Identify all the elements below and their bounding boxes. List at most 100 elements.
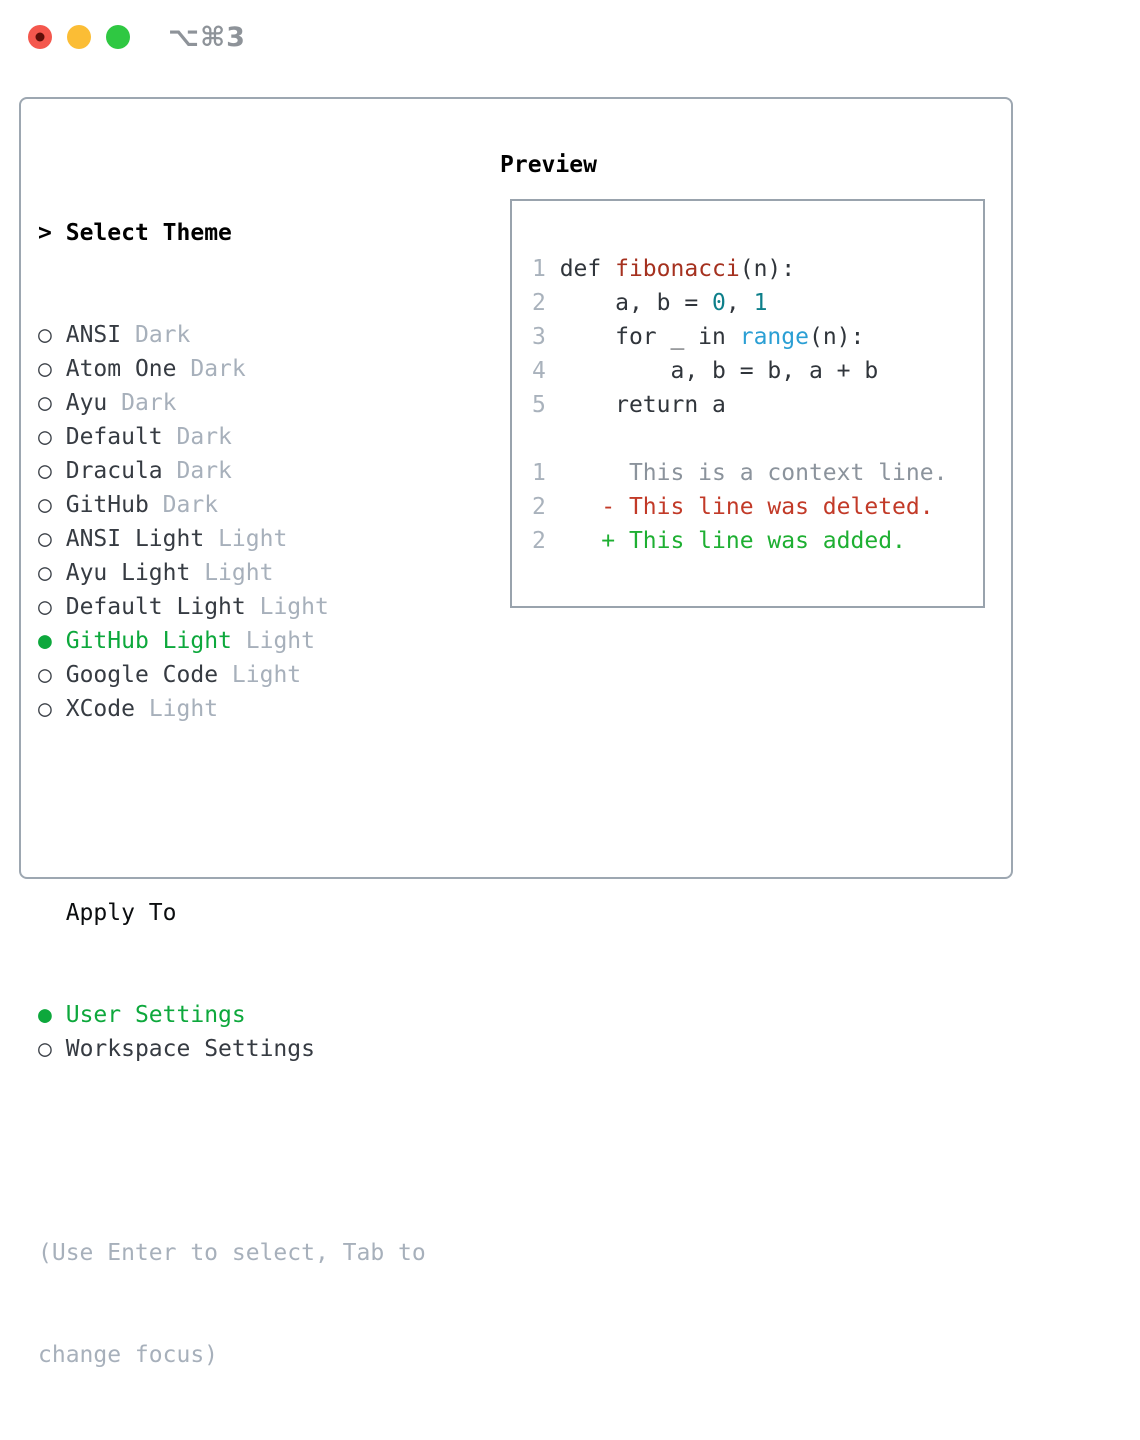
theme-name: Atom One bbox=[65, 356, 177, 382]
theme-variant-label: Dark bbox=[162, 492, 219, 518]
radio-icon: ○ bbox=[38, 560, 52, 586]
preview-header: Preview bbox=[500, 152, 597, 178]
theme-variant-label: Light bbox=[259, 594, 329, 620]
theme-variant-label: Dark bbox=[134, 322, 191, 348]
radio-icon: ○ bbox=[38, 492, 52, 518]
code-line: 2 a, b = 0, 1 bbox=[532, 286, 947, 320]
code-segment: for _ in bbox=[545, 324, 740, 350]
line-number: 4 bbox=[532, 358, 546, 384]
code-segment: def bbox=[545, 256, 616, 282]
code-segment: a, b = bbox=[545, 290, 713, 316]
theme-selector-column: > Select Theme ○ ANSI Dark○ Atom One Dar… bbox=[38, 148, 426, 1440]
code-segment: return a bbox=[545, 392, 726, 418]
apply-to-title: Apply To bbox=[65, 900, 177, 926]
hint-text-line-2: change focus) bbox=[38, 1342, 219, 1368]
radio-icon: ○ bbox=[38, 696, 52, 722]
theme-list: ○ ANSI Dark○ Atom One Dark○ Ayu Dark○ De… bbox=[38, 318, 426, 726]
theme-name: Ayu bbox=[65, 390, 108, 416]
theme-option[interactable]: ○ Dracula Dark bbox=[38, 454, 426, 488]
theme-option[interactable]: ○ XCode Light bbox=[38, 692, 426, 726]
theme-name: ANSI Light bbox=[65, 526, 205, 552]
apply-to-header: Apply To bbox=[38, 896, 426, 930]
radio-icon: ○ bbox=[38, 594, 52, 620]
radio-icon: ○ bbox=[38, 424, 52, 450]
line-number: 2 bbox=[532, 528, 546, 554]
radio-icon: ○ bbox=[38, 458, 52, 484]
gap bbox=[38, 794, 426, 828]
window-shortcut-label: ⌥⌘3 bbox=[168, 21, 246, 53]
theme-option[interactable]: ○ ANSI Dark bbox=[38, 318, 426, 352]
theme-variant-label: Light bbox=[245, 628, 315, 654]
traffic-light-close-button[interactable] bbox=[28, 25, 52, 49]
apply-to-options: ● User Settings○ Workspace Settings bbox=[38, 998, 426, 1066]
theme-variant-label: Dark bbox=[176, 458, 232, 484]
theme-name: ANSI bbox=[65, 322, 122, 348]
code-line: 4 a, b = b, a + b bbox=[532, 354, 947, 388]
theme-variant-label: Dark bbox=[190, 356, 246, 382]
theme-option[interactable]: ○ ANSI Light Light bbox=[38, 522, 426, 556]
code-segment: , bbox=[725, 290, 754, 316]
code-line: 2 - This line was deleted. bbox=[532, 490, 947, 524]
theme-option[interactable]: ○ GitHub Dark bbox=[38, 488, 426, 522]
code-line: 5 return a bbox=[532, 388, 947, 422]
code-line: 3 for _ in range(n): bbox=[532, 320, 947, 354]
cursor-marker: > bbox=[38, 220, 52, 246]
theme-variant-label: Dark bbox=[176, 424, 232, 450]
select-theme-header: > Select Theme bbox=[38, 216, 426, 250]
code-segment: range bbox=[739, 324, 809, 350]
theme-option[interactable]: ○ Default Dark bbox=[38, 420, 426, 454]
theme-option[interactable]: ● GitHub Light Light bbox=[38, 624, 426, 658]
theme-option[interactable]: ○ Google Code Light bbox=[38, 658, 426, 692]
line-number: 3 bbox=[532, 324, 546, 350]
theme-option[interactable]: ○ Default Light Light bbox=[38, 590, 426, 624]
gap bbox=[38, 1134, 426, 1168]
code-segment: 1 bbox=[753, 290, 768, 316]
radio-icon: ○ bbox=[38, 662, 52, 688]
apply-to-option[interactable]: ○ Workspace Settings bbox=[38, 1032, 426, 1066]
traffic-light-minimize-button[interactable] bbox=[67, 25, 91, 49]
close-dot-icon bbox=[35, 32, 45, 42]
radio-icon: ● bbox=[38, 628, 52, 654]
line-number: 2 bbox=[532, 494, 546, 520]
traffic-light-zoom-button[interactable] bbox=[106, 25, 130, 49]
apply-to-option[interactable]: ● User Settings bbox=[38, 998, 426, 1032]
theme-name: Default bbox=[65, 424, 163, 450]
line-number: 5 bbox=[532, 392, 546, 418]
line-number: 1 bbox=[532, 460, 546, 486]
titlebar: ⌥⌘3 bbox=[28, 22, 246, 53]
theme-name: Ayu Light bbox=[65, 560, 191, 586]
code-line: 1 This is a context line. bbox=[532, 456, 947, 490]
theme-name: GitHub bbox=[65, 492, 149, 518]
app-window: ⌥⌘3 > Select Theme ○ ANSI Dark○ Atom One… bbox=[19, 21, 1013, 1368]
radio-icon: ○ bbox=[38, 526, 52, 552]
apply-to-option-label: User Settings bbox=[65, 1002, 246, 1028]
hint-text-line-1: (Use Enter to select, Tab to bbox=[38, 1240, 426, 1266]
code-segment: (n): bbox=[808, 324, 865, 350]
code-segment: - This line was deleted. bbox=[545, 494, 934, 520]
theme-name: Dracula bbox=[65, 458, 163, 484]
theme-name: Google Code bbox=[65, 662, 219, 688]
radio-icon: ○ bbox=[38, 390, 52, 416]
theme-variant-label: Light bbox=[218, 526, 288, 552]
code-line: 1 def fibonacci(n): bbox=[532, 252, 947, 286]
code-segment: + This line was added. bbox=[545, 528, 906, 554]
theme-option[interactable]: ○ Ayu Light Light bbox=[38, 556, 426, 590]
theme-name: Default Light bbox=[65, 594, 246, 620]
code-segment: a, b = b, a + b bbox=[545, 358, 879, 384]
theme-variant-label: Light bbox=[204, 560, 274, 586]
theme-option[interactable]: ○ Ayu Dark bbox=[38, 386, 426, 420]
code-segment: fibonacci bbox=[615, 256, 740, 282]
apply-to-option-label: Workspace Settings bbox=[65, 1036, 315, 1062]
theme-name: GitHub Light bbox=[65, 628, 232, 654]
theme-variant-label: Dark bbox=[121, 390, 177, 416]
radio-icon: ○ bbox=[38, 1036, 52, 1062]
theme-option[interactable]: ○ Atom One Dark bbox=[38, 352, 426, 386]
radio-icon: ○ bbox=[38, 322, 52, 348]
select-theme-title: Select Theme bbox=[65, 220, 232, 246]
code-segment: 0 bbox=[712, 290, 726, 316]
radio-icon: ○ bbox=[38, 356, 52, 382]
code-line: 2 + This line was added. bbox=[532, 524, 947, 558]
code-segment: This is a context line. bbox=[545, 460, 948, 486]
